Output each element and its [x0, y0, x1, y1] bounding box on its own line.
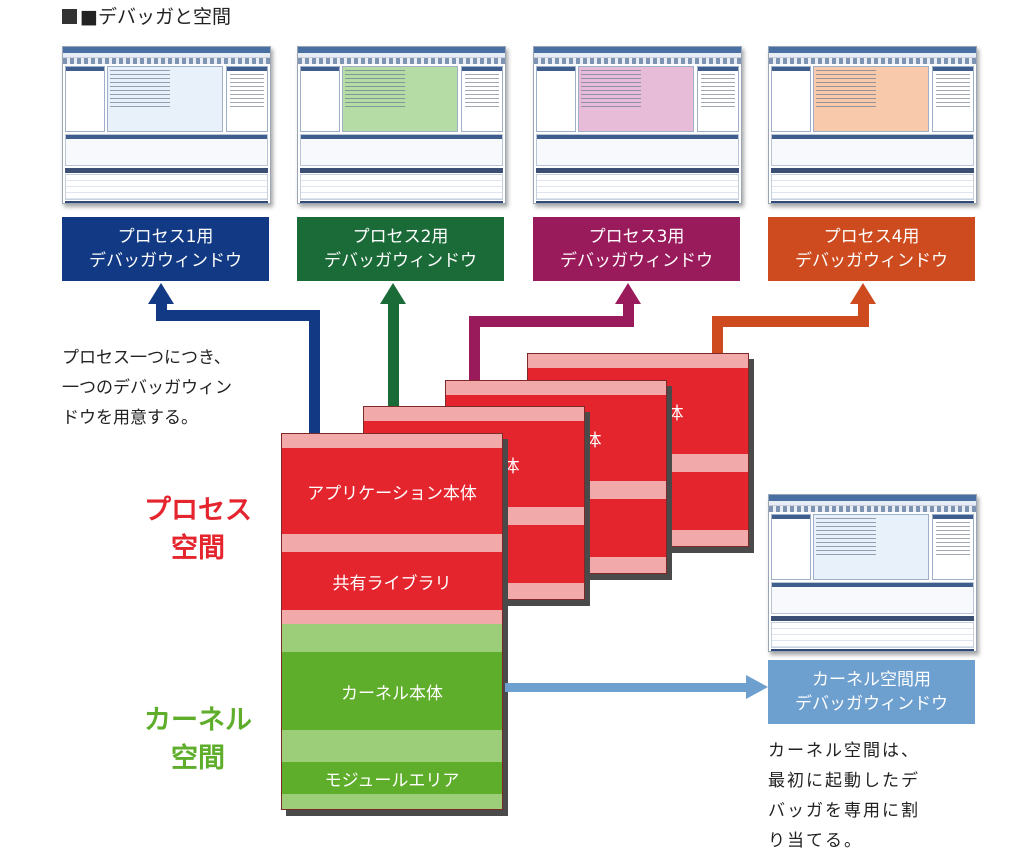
- arrowhead-2: [380, 283, 406, 304]
- debugger-screenshot-3: [533, 46, 742, 204]
- kernel-debugger-caption: カーネル空間用 デバッガウィンドウ: [768, 660, 975, 724]
- kernel-connector-line: [505, 683, 748, 692]
- kernel-note: カーネル空間は、 最初に起動したデ バッガを専用に割 り当てる。: [768, 736, 998, 856]
- process-note: プロセス一つにつき、 一つのデバッガウィン ドウを用意する。: [62, 343, 292, 433]
- kernel-header-band: [282, 624, 502, 652]
- connector-line-4: [712, 316, 723, 354]
- connector-line-4: [858, 302, 869, 327]
- note-line: 最初に起動したデ: [768, 771, 920, 791]
- caption-line: デバッガウィンドウ: [89, 251, 242, 271]
- debugger-caption-2: プロセス2用 デバッガウィンドウ: [297, 217, 504, 281]
- note-line: り当てる。: [768, 831, 863, 851]
- connector-line-3: [469, 316, 480, 380]
- caption-line: プロセス1用: [117, 227, 214, 247]
- caption-line: デバッガウィンドウ: [795, 251, 948, 271]
- kernel-space-label: カーネル 空間: [128, 702, 268, 778]
- gap-band: [282, 534, 502, 552]
- kernel-gap-band: [282, 730, 502, 762]
- caption-line: プロセス2用: [352, 227, 449, 247]
- debugger-screenshot-4: [768, 46, 977, 204]
- connector-line-1: [156, 302, 167, 321]
- module-area-band: モジュールエリア: [282, 762, 502, 794]
- process-stack-1: アプリケーション本体 共有ライブラリ カーネル本体 モジュールエリア: [281, 433, 503, 810]
- connector-line-2: [388, 302, 399, 406]
- caption-line: デバッガウィンドウ: [324, 251, 477, 271]
- connector-line-1: [309, 310, 320, 434]
- kernel-debugger-screenshot: [768, 494, 977, 652]
- debugger-caption-4: プロセス4用 デバッガウィンドウ: [768, 217, 975, 281]
- label-line: 空間: [171, 533, 225, 564]
- label-line: カーネル: [144, 705, 252, 736]
- note-line: カーネル空間は、: [768, 741, 920, 761]
- kernel-arrowhead: [746, 675, 768, 699]
- note-line: バッガを専用に割: [768, 801, 920, 821]
- caption-line: デバッガウィンドウ: [795, 694, 948, 714]
- app-body-band: アプリケーション本体: [282, 448, 502, 534]
- connector-line-3: [623, 302, 634, 327]
- debugger-caption-3: プロセス3用 デバッガウィンドウ: [533, 217, 740, 281]
- gap-band: [282, 610, 502, 624]
- connector-line-4: [712, 316, 869, 327]
- note-line: 一つのデバッガウィン: [62, 378, 232, 398]
- caption-line: カーネル空間用: [812, 670, 931, 690]
- kernel-footer-band: [282, 794, 502, 809]
- debugger-screenshot-2: [297, 46, 506, 204]
- caption-line: プロセス4用: [823, 227, 920, 247]
- connector-line-3: [469, 316, 634, 327]
- caption-line: プロセス3用: [588, 227, 685, 247]
- arrowhead-4: [850, 283, 876, 304]
- arrowhead-1: [148, 283, 174, 304]
- debugger-screenshot-1: [62, 46, 271, 204]
- arrowhead-3: [615, 283, 641, 304]
- shared-lib-band: 共有ライブラリ: [282, 552, 502, 610]
- page-title: ■デバッガと空間: [62, 2, 231, 29]
- debugger-caption-1: プロセス1用 デバッガウィンドウ: [62, 217, 269, 281]
- header-band: [282, 434, 502, 448]
- label-line: 空間: [171, 743, 225, 774]
- caption-line: デバッガウィンドウ: [560, 251, 713, 271]
- label-line: プロセス: [144, 495, 252, 526]
- connector-line-1: [156, 310, 320, 321]
- kernel-body-band: カーネル本体: [282, 652, 502, 730]
- process-space-label: プロセス 空間: [128, 492, 268, 568]
- note-line: プロセス一つにつき、: [62, 348, 231, 368]
- note-line: ドウを用意する。: [62, 408, 198, 428]
